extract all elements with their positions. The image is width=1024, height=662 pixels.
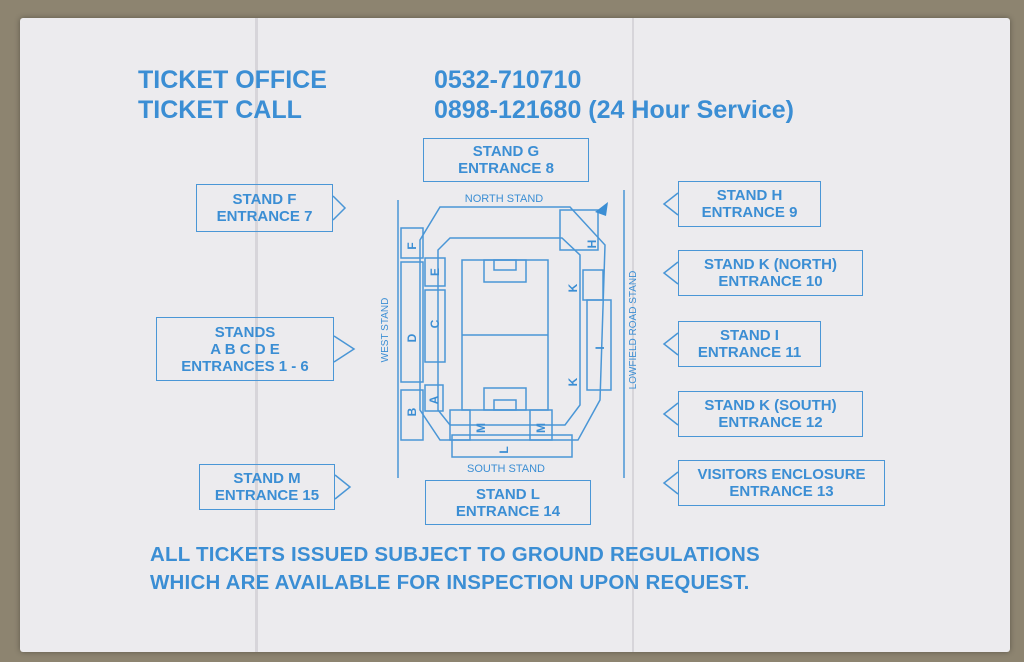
section-c — [424, 289, 446, 363]
letter-h: H — [585, 240, 599, 249]
pointer-arrow — [662, 471, 679, 495]
letter-i: I — [593, 346, 607, 349]
visitors-enclosure-entrance-box: VISITORS ENCLOSURE ENTRANCE 13 — [678, 460, 885, 506]
regulations-line-1: ALL TICKETS ISSUED SUBJECT TO GROUND REG… — [150, 543, 760, 566]
section-m-west — [449, 409, 471, 441]
stand-g-label: STAND G — [472, 143, 540, 160]
section-a — [424, 384, 444, 412]
north-goal-area — [493, 259, 517, 271]
ticket-office-number: 0532-710710 — [434, 66, 582, 94]
section-l — [451, 434, 573, 458]
letter-l: L — [497, 446, 511, 453]
stand-f-entrance: ENTRANCE 7 — [216, 208, 313, 225]
north-stand-label: NORTH STAND — [465, 193, 543, 205]
south-goal-area — [493, 399, 517, 411]
regulations-line-2: WHICH ARE AVAILABLE FOR INSPECTION UPON … — [150, 571, 750, 594]
south-penalty-box — [483, 387, 527, 411]
section-e — [424, 257, 446, 287]
section-f — [400, 227, 424, 259]
ticket-call-number: 0898-121680 (24 Hour Service) — [434, 96, 794, 124]
section-h — [559, 209, 599, 251]
letter-b: B — [405, 407, 419, 416]
stadium-inner-ring — [437, 237, 581, 426]
stand-k-south-entrance: ENTRANCE 12 — [718, 414, 823, 431]
stand-k-north-entrance: ENTRANCE 10 — [718, 273, 823, 290]
stand-k-south-label: STAND K (SOUTH) — [704, 397, 837, 414]
stadium-outline — [419, 206, 606, 441]
stand-k-north-label: STAND K (NORTH) — [703, 256, 838, 273]
fold-crease — [255, 18, 258, 652]
stands-abcde-entrances: ENTRANCES 1 - 6 — [181, 357, 309, 375]
stands-abcde-letters: A B C D E — [210, 340, 280, 358]
letter-k-south: K — [566, 377, 580, 386]
stand-i-entrance: ENTRANCE 11 — [697, 344, 802, 361]
letter-k-north: K — [566, 283, 580, 292]
letter-m-east: M — [534, 423, 548, 433]
letter-d: D — [405, 333, 419, 342]
visitors-enclosure-label: VISITORS ENCLOSURE — [697, 466, 866, 483]
stand-h-entrance: ENTRANCE 9 — [701, 204, 798, 221]
letter-m-west: M — [474, 423, 488, 433]
letter-f: F — [405, 242, 419, 249]
section-d — [400, 261, 424, 383]
stand-k-south-entrance-box: STAND K (SOUTH) ENTRANCE 12 — [678, 391, 863, 437]
section-k-north — [582, 269, 604, 301]
pointer-arrow — [662, 261, 679, 285]
stand-i-label: STAND I — [720, 327, 779, 344]
stand-l-entrance: ENTRANCE 14 — [455, 502, 561, 520]
stand-m-entrance: ENTRANCE 15 — [214, 487, 320, 504]
visitors-enclosure-entrance: ENTRANCE 13 — [729, 483, 834, 500]
pointer-arrow — [332, 195, 347, 221]
stand-f-entrance-box: STAND F ENTRANCE 7 — [196, 184, 333, 232]
stands-abcde-label: STANDS — [214, 323, 276, 341]
section-m-east — [529, 409, 553, 441]
entrance-arrow-icon — [595, 202, 608, 216]
letter-c: C — [428, 319, 442, 328]
stand-g-entrance: ENTRANCE 8 — [458, 160, 554, 177]
pointer-arrow — [662, 332, 679, 356]
ticket-office-label: TICKET OFFICE — [138, 66, 327, 94]
stand-m-label: STAND M — [233, 470, 301, 487]
north-penalty-box — [483, 259, 527, 283]
letter-e: E — [428, 268, 442, 276]
pointer-arrow — [662, 402, 679, 426]
section-b — [400, 389, 424, 441]
stand-m-entrance-box: STAND M ENTRANCE 15 — [199, 464, 335, 510]
lowfield-road-stand-label: LOWFIELD ROAD STAND — [628, 271, 639, 390]
fold-crease — [632, 18, 634, 652]
ticket-call-label: TICKET CALL — [138, 96, 302, 124]
south-stand-label: SOUTH STAND — [467, 463, 545, 475]
stand-l-label: STAND L — [476, 485, 540, 503]
letter-a: A — [427, 395, 441, 404]
pointer-arrow — [333, 335, 356, 363]
section-i — [586, 299, 612, 391]
stand-h-entrance-box: STAND H ENTRANCE 9 — [678, 181, 821, 227]
pointer-arrow — [662, 192, 679, 216]
stand-f-label: STAND F — [232, 191, 297, 208]
stands-abcde-entrance-box: STANDS A B C D E ENTRANCES 1 - 6 — [156, 317, 334, 381]
stand-g-entrance-box: STAND G ENTRANCE 8 — [423, 138, 589, 182]
west-stand-label: WEST STAND — [380, 298, 391, 363]
stand-l-entrance-box: STAND L ENTRANCE 14 — [425, 480, 591, 525]
stand-i-entrance-box: STAND I ENTRANCE 11 — [678, 321, 821, 367]
pointer-arrow — [334, 474, 352, 500]
stand-h-label: STAND H — [716, 187, 783, 204]
stand-k-north-entrance-box: STAND K (NORTH) ENTRANCE 10 — [678, 250, 863, 296]
